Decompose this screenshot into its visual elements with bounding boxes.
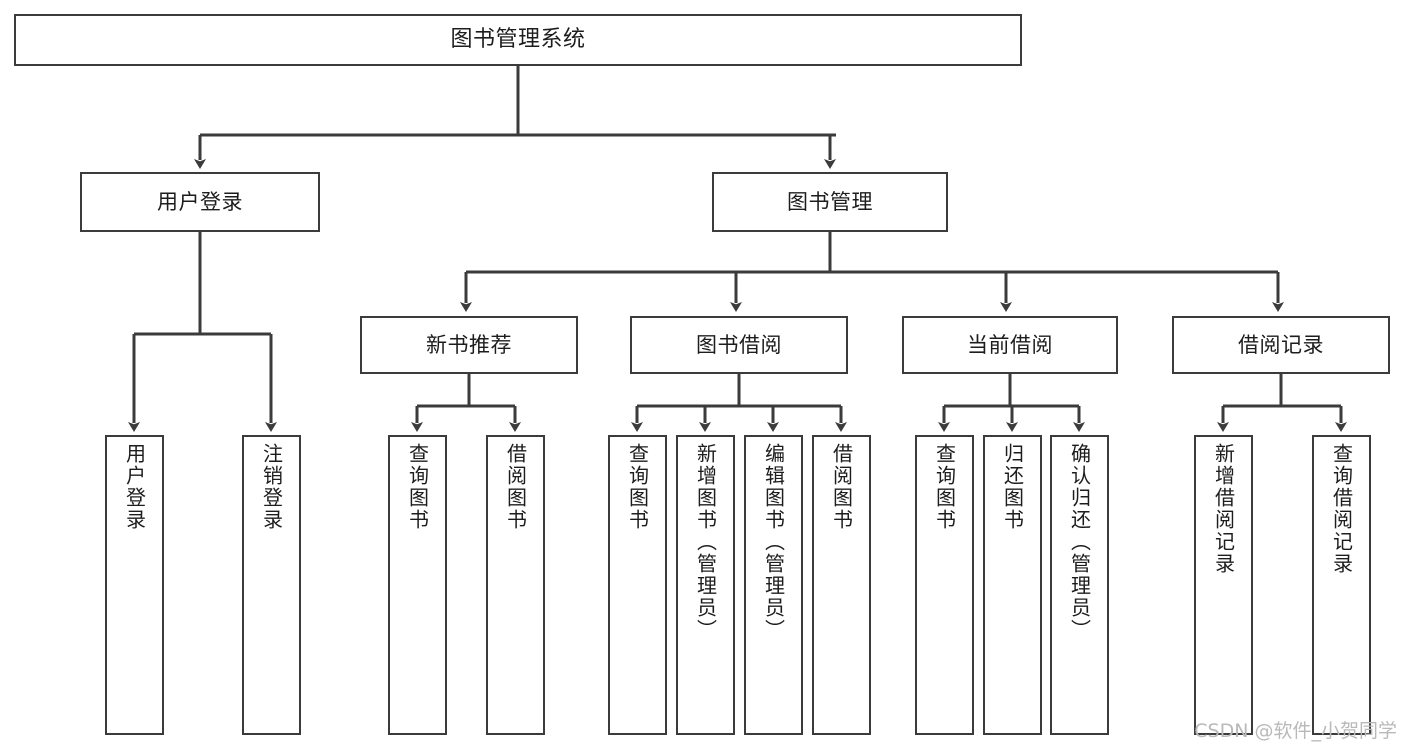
node-leaf-edit-book-admin[interactable]: 编辑图书（管理员） [744, 435, 803, 735]
node-leaf-user-login-label: 用户登录 [122, 443, 147, 531]
node-leaf-return-book[interactable]: 归还图书 [983, 435, 1042, 735]
node-user-login-label: 用户登录 [157, 189, 243, 214]
node-leaf-query-book-recommend[interactable]: 查询图书 [388, 435, 447, 735]
node-leaf-confirm-return-admin-label: 确认归还（管理员） [1067, 443, 1092, 641]
node-leaf-user-login[interactable]: 用户登录 [105, 435, 164, 735]
node-leaf-borrow-book-recommend-label: 借阅图书 [503, 443, 528, 531]
node-user-login[interactable]: 用户登录 [80, 172, 320, 232]
node-root-system[interactable]: 图书管理系统 [14, 14, 1022, 66]
node-root-label: 图书管理系统 [450, 27, 586, 53]
node-leaf-add-borrow-record-label: 新增借阅记录 [1211, 443, 1236, 575]
node-book-borrow[interactable]: 图书借阅 [630, 316, 848, 374]
node-leaf-query-borrow-record-label: 查询借阅记录 [1329, 443, 1354, 575]
node-leaf-confirm-return-admin[interactable]: 确认归还（管理员） [1050, 435, 1109, 735]
node-leaf-user-logout-label: 注销登录 [259, 443, 284, 531]
node-current-borrow[interactable]: 当前借阅 [902, 316, 1118, 374]
node-leaf-query-book-current-label: 查询图书 [932, 443, 957, 531]
node-leaf-edit-book-admin-label: 编辑图书（管理员） [761, 443, 786, 641]
node-leaf-user-logout[interactable]: 注销登录 [242, 435, 301, 735]
node-leaf-return-book-label: 归还图书 [1000, 443, 1025, 531]
node-new-book-recommend-label: 新书推荐 [426, 332, 512, 357]
node-leaf-add-book-admin[interactable]: 新增图书（管理员） [676, 435, 735, 735]
node-current-borrow-label: 当前借阅 [967, 332, 1053, 357]
node-new-book-recommend[interactable]: 新书推荐 [360, 316, 578, 374]
node-borrow-record-label: 借阅记录 [1238, 332, 1324, 357]
node-leaf-query-book-recommend-label: 查询图书 [405, 443, 430, 531]
node-book-manage[interactable]: 图书管理 [712, 172, 948, 232]
node-leaf-query-borrow-record[interactable]: 查询借阅记录 [1312, 435, 1371, 735]
node-leaf-query-book-current[interactable]: 查询图书 [915, 435, 974, 735]
node-leaf-borrow-book-label: 借阅图书 [829, 443, 854, 531]
node-leaf-add-borrow-record[interactable]: 新增借阅记录 [1194, 435, 1253, 735]
node-book-manage-label: 图书管理 [787, 189, 873, 214]
node-leaf-borrow-book[interactable]: 借阅图书 [812, 435, 871, 735]
node-leaf-query-book-borrow-label: 查询图书 [625, 443, 650, 531]
node-leaf-borrow-book-recommend[interactable]: 借阅图书 [486, 435, 545, 735]
node-book-borrow-label: 图书借阅 [696, 332, 782, 357]
node-borrow-record[interactable]: 借阅记录 [1172, 316, 1390, 374]
node-leaf-query-book-borrow[interactable]: 查询图书 [608, 435, 667, 735]
node-leaf-add-book-admin-label: 新增图书（管理员） [693, 443, 718, 641]
